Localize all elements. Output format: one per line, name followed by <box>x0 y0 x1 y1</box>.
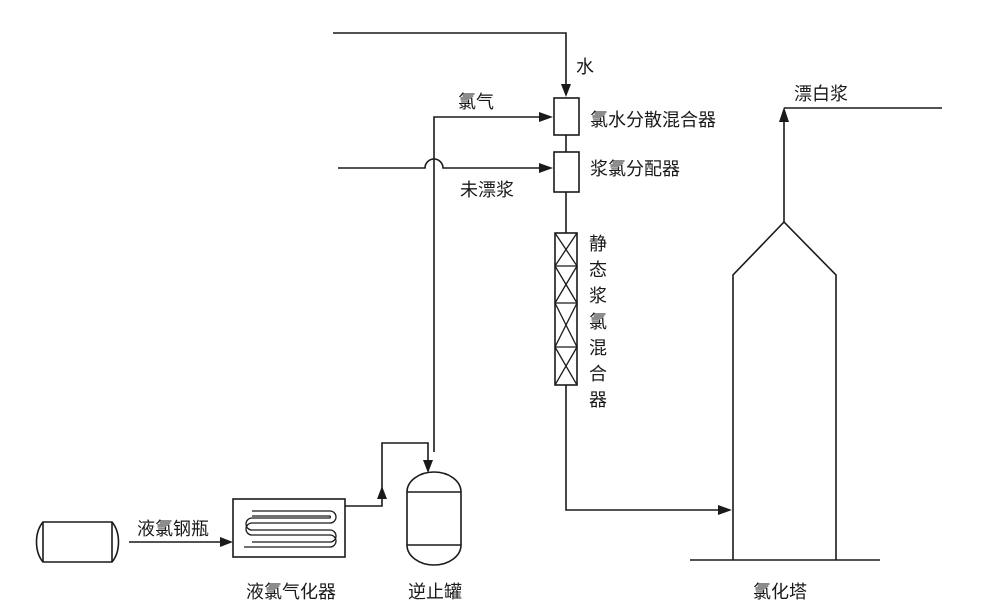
unbleached-pulp-line <box>338 158 553 173</box>
chlorination-tower-label: 氯化塔 <box>753 582 807 603</box>
liquid-chlorine-cylinder <box>35 521 120 563</box>
vaporizer-to-tank-line <box>345 442 433 507</box>
static-mixer-char: 浆 <box>589 286 607 307</box>
chlorine-gas-label: 氯气 <box>458 92 494 113</box>
bleached-pulp-label: 漂白浆 <box>794 84 848 105</box>
chlorine-gas-line <box>433 112 553 452</box>
static-mixer <box>554 232 578 386</box>
static-mixer-char: 混 <box>589 338 607 359</box>
water-label: 水 <box>576 57 594 78</box>
chlorine-water-mixer <box>553 97 580 136</box>
unbleached-pulp-label: 未漂浆 <box>460 180 514 201</box>
static-mixer-char: 态 <box>589 260 607 281</box>
liquid-chlorine-vaporizer <box>232 498 346 558</box>
check-tank <box>406 471 462 566</box>
static-mixer-char: 静 <box>589 234 607 255</box>
liquid-chlorine-vaporizer-label: 液氯气化器 <box>246 582 336 603</box>
static-mixer-char: 合 <box>589 364 607 385</box>
mixer-to-tower-line <box>565 385 732 515</box>
liquid-chlorine-cylinder-label: 液氯钢瓶 <box>137 519 209 540</box>
pulp-chlorine-distributor <box>553 151 580 193</box>
water-line <box>333 32 571 97</box>
static-mixer-char: 器 <box>589 390 607 411</box>
pulp-chlorine-distributor-label: 浆氯分配器 <box>590 159 680 180</box>
static-mixer-char: 氯 <box>589 312 607 333</box>
cylinder-to-vaporizer-line <box>129 537 233 547</box>
chlorine-water-mixer-label: 氯水分散混合器 <box>590 110 716 131</box>
check-tank-label: 逆止罐 <box>408 582 462 603</box>
bleached-pulp-line <box>779 107 942 222</box>
static-mixer-label: 静 态 浆 氯 混 合 器 <box>589 234 607 411</box>
